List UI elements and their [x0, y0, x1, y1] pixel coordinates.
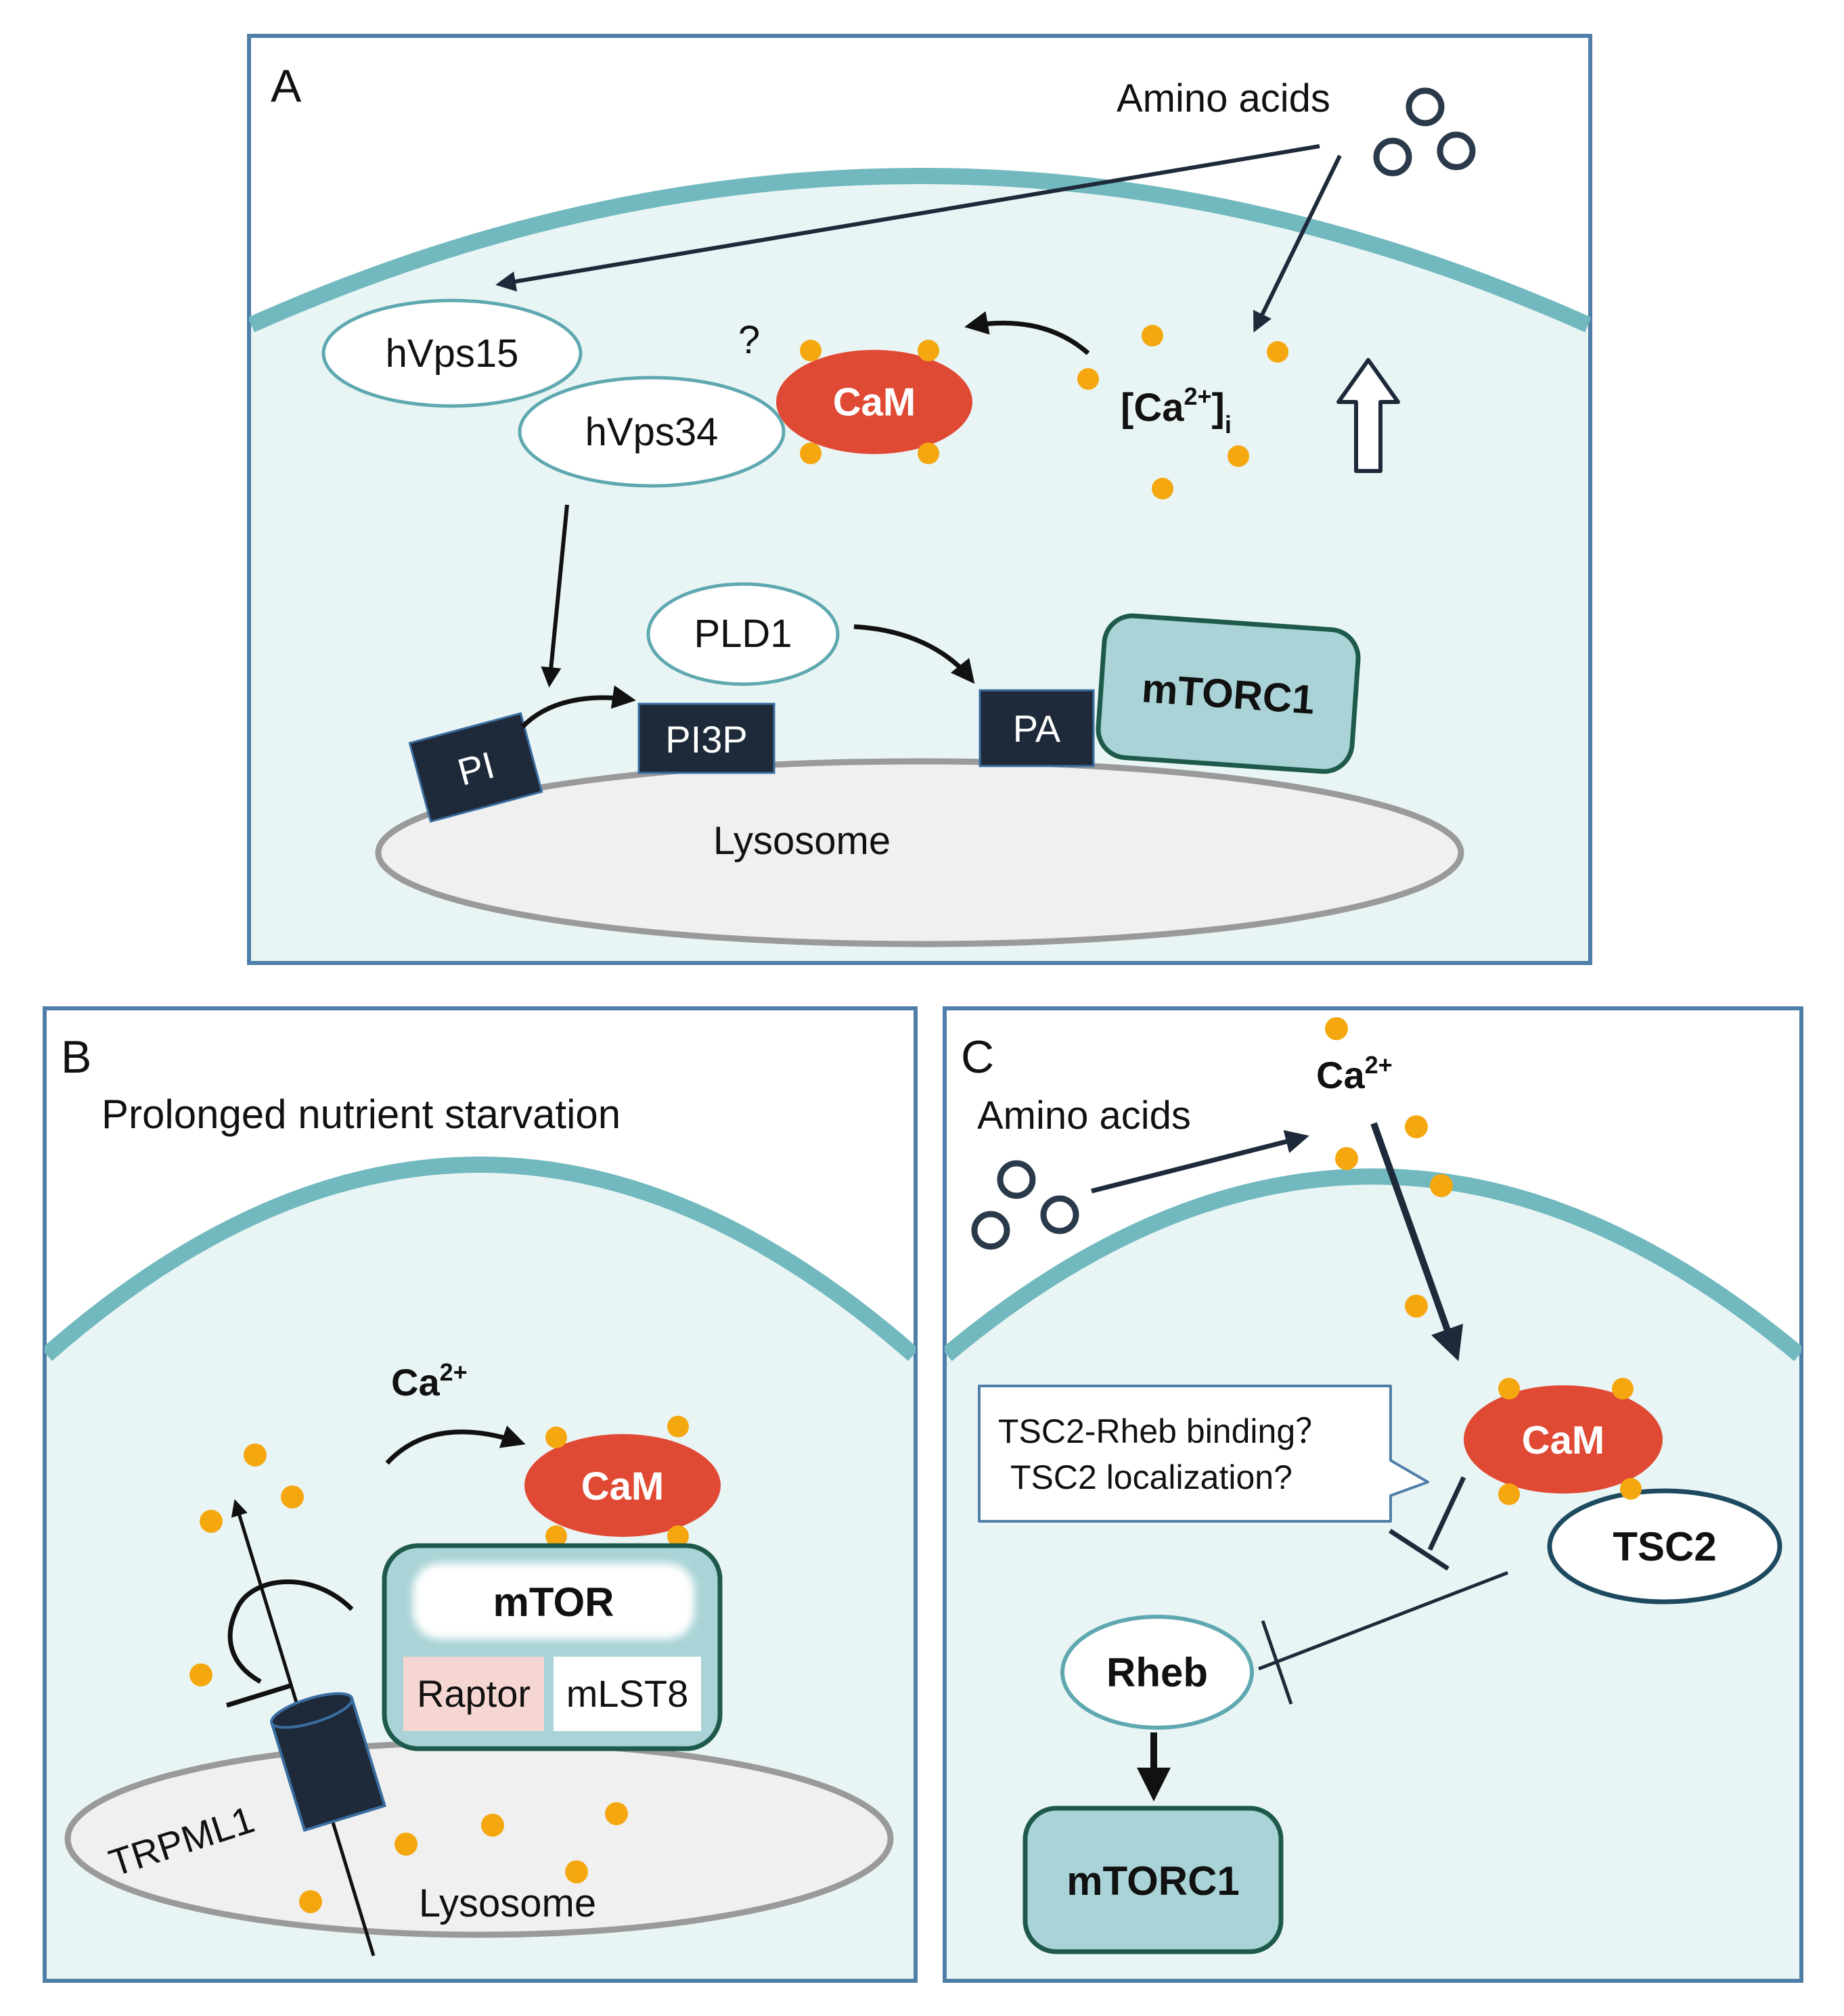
intracellular-calcium-label: [Ca2+]i: [1121, 382, 1232, 439]
calcium-to-cam-arrow-b: [385, 1425, 526, 1465]
panel-a-letter: A: [271, 60, 302, 112]
lysosome-a: [375, 758, 1464, 947]
inhibition-bar: [225, 1682, 294, 1708]
mtorc1-c-label: mTORC1: [1066, 1858, 1240, 1904]
rheb-label: Rheb: [1106, 1650, 1208, 1695]
mtorc1-complex-b: mTOR Raptor mLST8: [382, 1543, 723, 1751]
cam-node-b: [524, 1434, 721, 1537]
cam-label: CaM: [833, 380, 916, 424]
released-calcium-ions: [189, 1443, 628, 1913]
callout-box: TSC2-Rheb binding？ TSC2 localization?: [978, 1385, 1429, 1523]
pi-box: PI: [408, 712, 543, 823]
panel-a: A Amino acids hVps15 hVps34 ? CaM: [247, 34, 1592, 965]
amino-acid-icon: [1373, 87, 1476, 177]
mlst8-label: mLST8: [566, 1672, 689, 1715]
calcium-ions-on-cam: [800, 340, 939, 464]
pld1-to-pa-arrow: [853, 624, 975, 684]
extracellular-calcium-ions: [1325, 1017, 1453, 1318]
pi3p-box: [637, 702, 775, 774]
trpml1-channel: [269, 1692, 387, 1832]
aa-to-calcium-arrow-c: [1091, 1129, 1309, 1194]
hvps34-node: [518, 376, 786, 488]
calcium-label-c: Ca2+: [1316, 1051, 1393, 1096]
amino-acids-label: Amino acids: [1117, 76, 1330, 120]
tsc2-inhibits-rheb-bar: [1261, 1620, 1293, 1705]
raptor-box: [403, 1657, 544, 1731]
cam-node: [776, 350, 972, 454]
pi3p-label: PI3P: [665, 718, 747, 761]
callout-line-2: TSC2 localization?: [1010, 1458, 1292, 1496]
plasma-membrane: [945, 1168, 1801, 1362]
cam-node-c: [1464, 1385, 1663, 1494]
hvps34-to-pi-arrow: [541, 504, 569, 688]
aa-to-hvps15-arrow: [495, 144, 1320, 292]
tsc2-label: TSC2: [1613, 1524, 1716, 1569]
mlst8-box: [554, 1657, 701, 1731]
pld1-label: PLD1: [694, 612, 792, 656]
panel-b-letter: B: [61, 1031, 91, 1083]
calcium-to-cam-arrow-c: [1370, 1122, 1464, 1362]
cam-label-c: CaM: [1522, 1418, 1604, 1462]
pa-label: PA: [1013, 707, 1061, 750]
tsc2-node: [1547, 1488, 1782, 1605]
mtorc1-c: [1022, 1806, 1284, 1954]
mtorc1-a: mTORC1: [1096, 613, 1361, 774]
lysosome-b-label: Lysosome: [419, 1881, 596, 1925]
cam-inhibition-bar: [1389, 1529, 1449, 1571]
amino-acid-icon-c: [971, 1160, 1079, 1250]
panel-b-subtitle: Prolonged nutrient starvation: [102, 1092, 621, 1137]
pi-to-pi3p-arrow: [520, 685, 636, 729]
calcium-ions-on-cam-b: [545, 1416, 689, 1547]
panel-c: C Ca2+ Amino acids TSC2-Rheb binding？ TS…: [943, 1006, 1803, 1983]
raptor-label: Raptor: [417, 1672, 531, 1715]
cam-inhibition-line: [1427, 1476, 1466, 1551]
panel-b: B Prolonged nutrient starvation Lysosome…: [43, 1006, 918, 1983]
plasma-membrane: [249, 168, 1590, 332]
cam-label-b: CaM: [581, 1464, 664, 1508]
tsc2-inhibits-rheb-line: [1258, 1571, 1508, 1671]
amino-acids-label-c: Amino acids: [977, 1094, 1191, 1138]
lysosome-a-label: Lysosome: [713, 819, 891, 863]
calcium-ions-on-cam-c: [1498, 1378, 1642, 1505]
increase-arrow-icon: [1336, 358, 1400, 473]
hvps15-label: hVps15: [386, 332, 519, 376]
mtor-inhibits-trpml1: [227, 1580, 354, 1684]
rheb-node: [1060, 1615, 1254, 1730]
plasma-membrane: [45, 1157, 916, 1362]
mtor-label: mTOR: [493, 1580, 614, 1625]
aa-to-calcium-arrow: [1253, 154, 1342, 333]
calcium-to-cam-arrow: [964, 311, 1090, 355]
pld1-node: [646, 582, 840, 686]
question-mark: ?: [738, 318, 760, 362]
intracellular-calcium-ions: [1077, 325, 1288, 499]
hvps34-label: hVps34: [585, 410, 719, 454]
calcium-label-b: Ca2+: [391, 1358, 468, 1404]
pa-box: [979, 689, 1095, 767]
callout-line-1: TSC2-Rheb binding？: [998, 1412, 1329, 1450]
hvps15-node: [321, 298, 583, 408]
panel-c-letter: C: [961, 1031, 994, 1083]
